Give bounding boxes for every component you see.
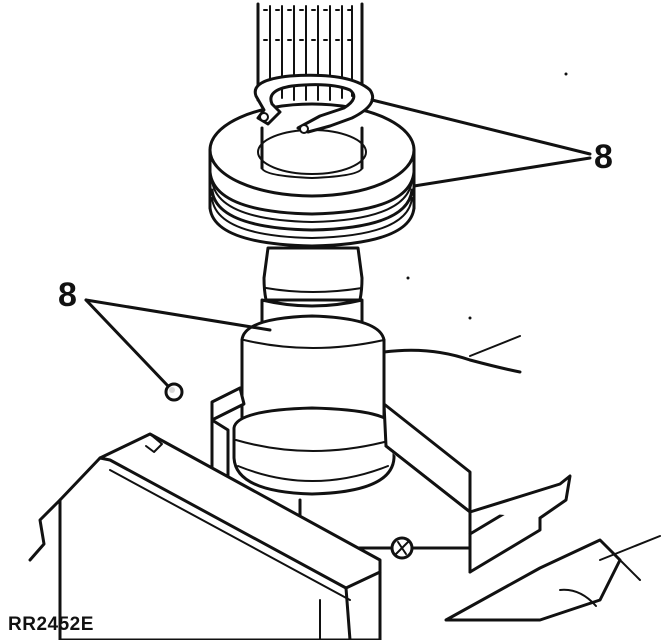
sleeve-flange [232, 406, 396, 496]
gear-wheel [208, 102, 416, 248]
leader-lines-left [84, 298, 272, 388]
callout-label-top: 8 [594, 138, 613, 176]
snap-ring [253, 73, 375, 134]
callout-label-left: 8 [58, 276, 77, 314]
cable-line [382, 348, 522, 374]
background-edge [469, 335, 521, 357]
figure-code: RR2452E [8, 614, 94, 635]
leader-lines-top [370, 98, 592, 188]
speckle-dot [406, 276, 410, 280]
speckle-dot [564, 72, 568, 76]
loose-ball-highlight [169, 387, 175, 393]
speckle-dot [468, 316, 472, 320]
sleeve-cylinder [240, 314, 386, 424]
screw-head [390, 536, 414, 560]
vise-right-jaw [210, 386, 661, 622]
vise-left-jaw [28, 432, 382, 640]
